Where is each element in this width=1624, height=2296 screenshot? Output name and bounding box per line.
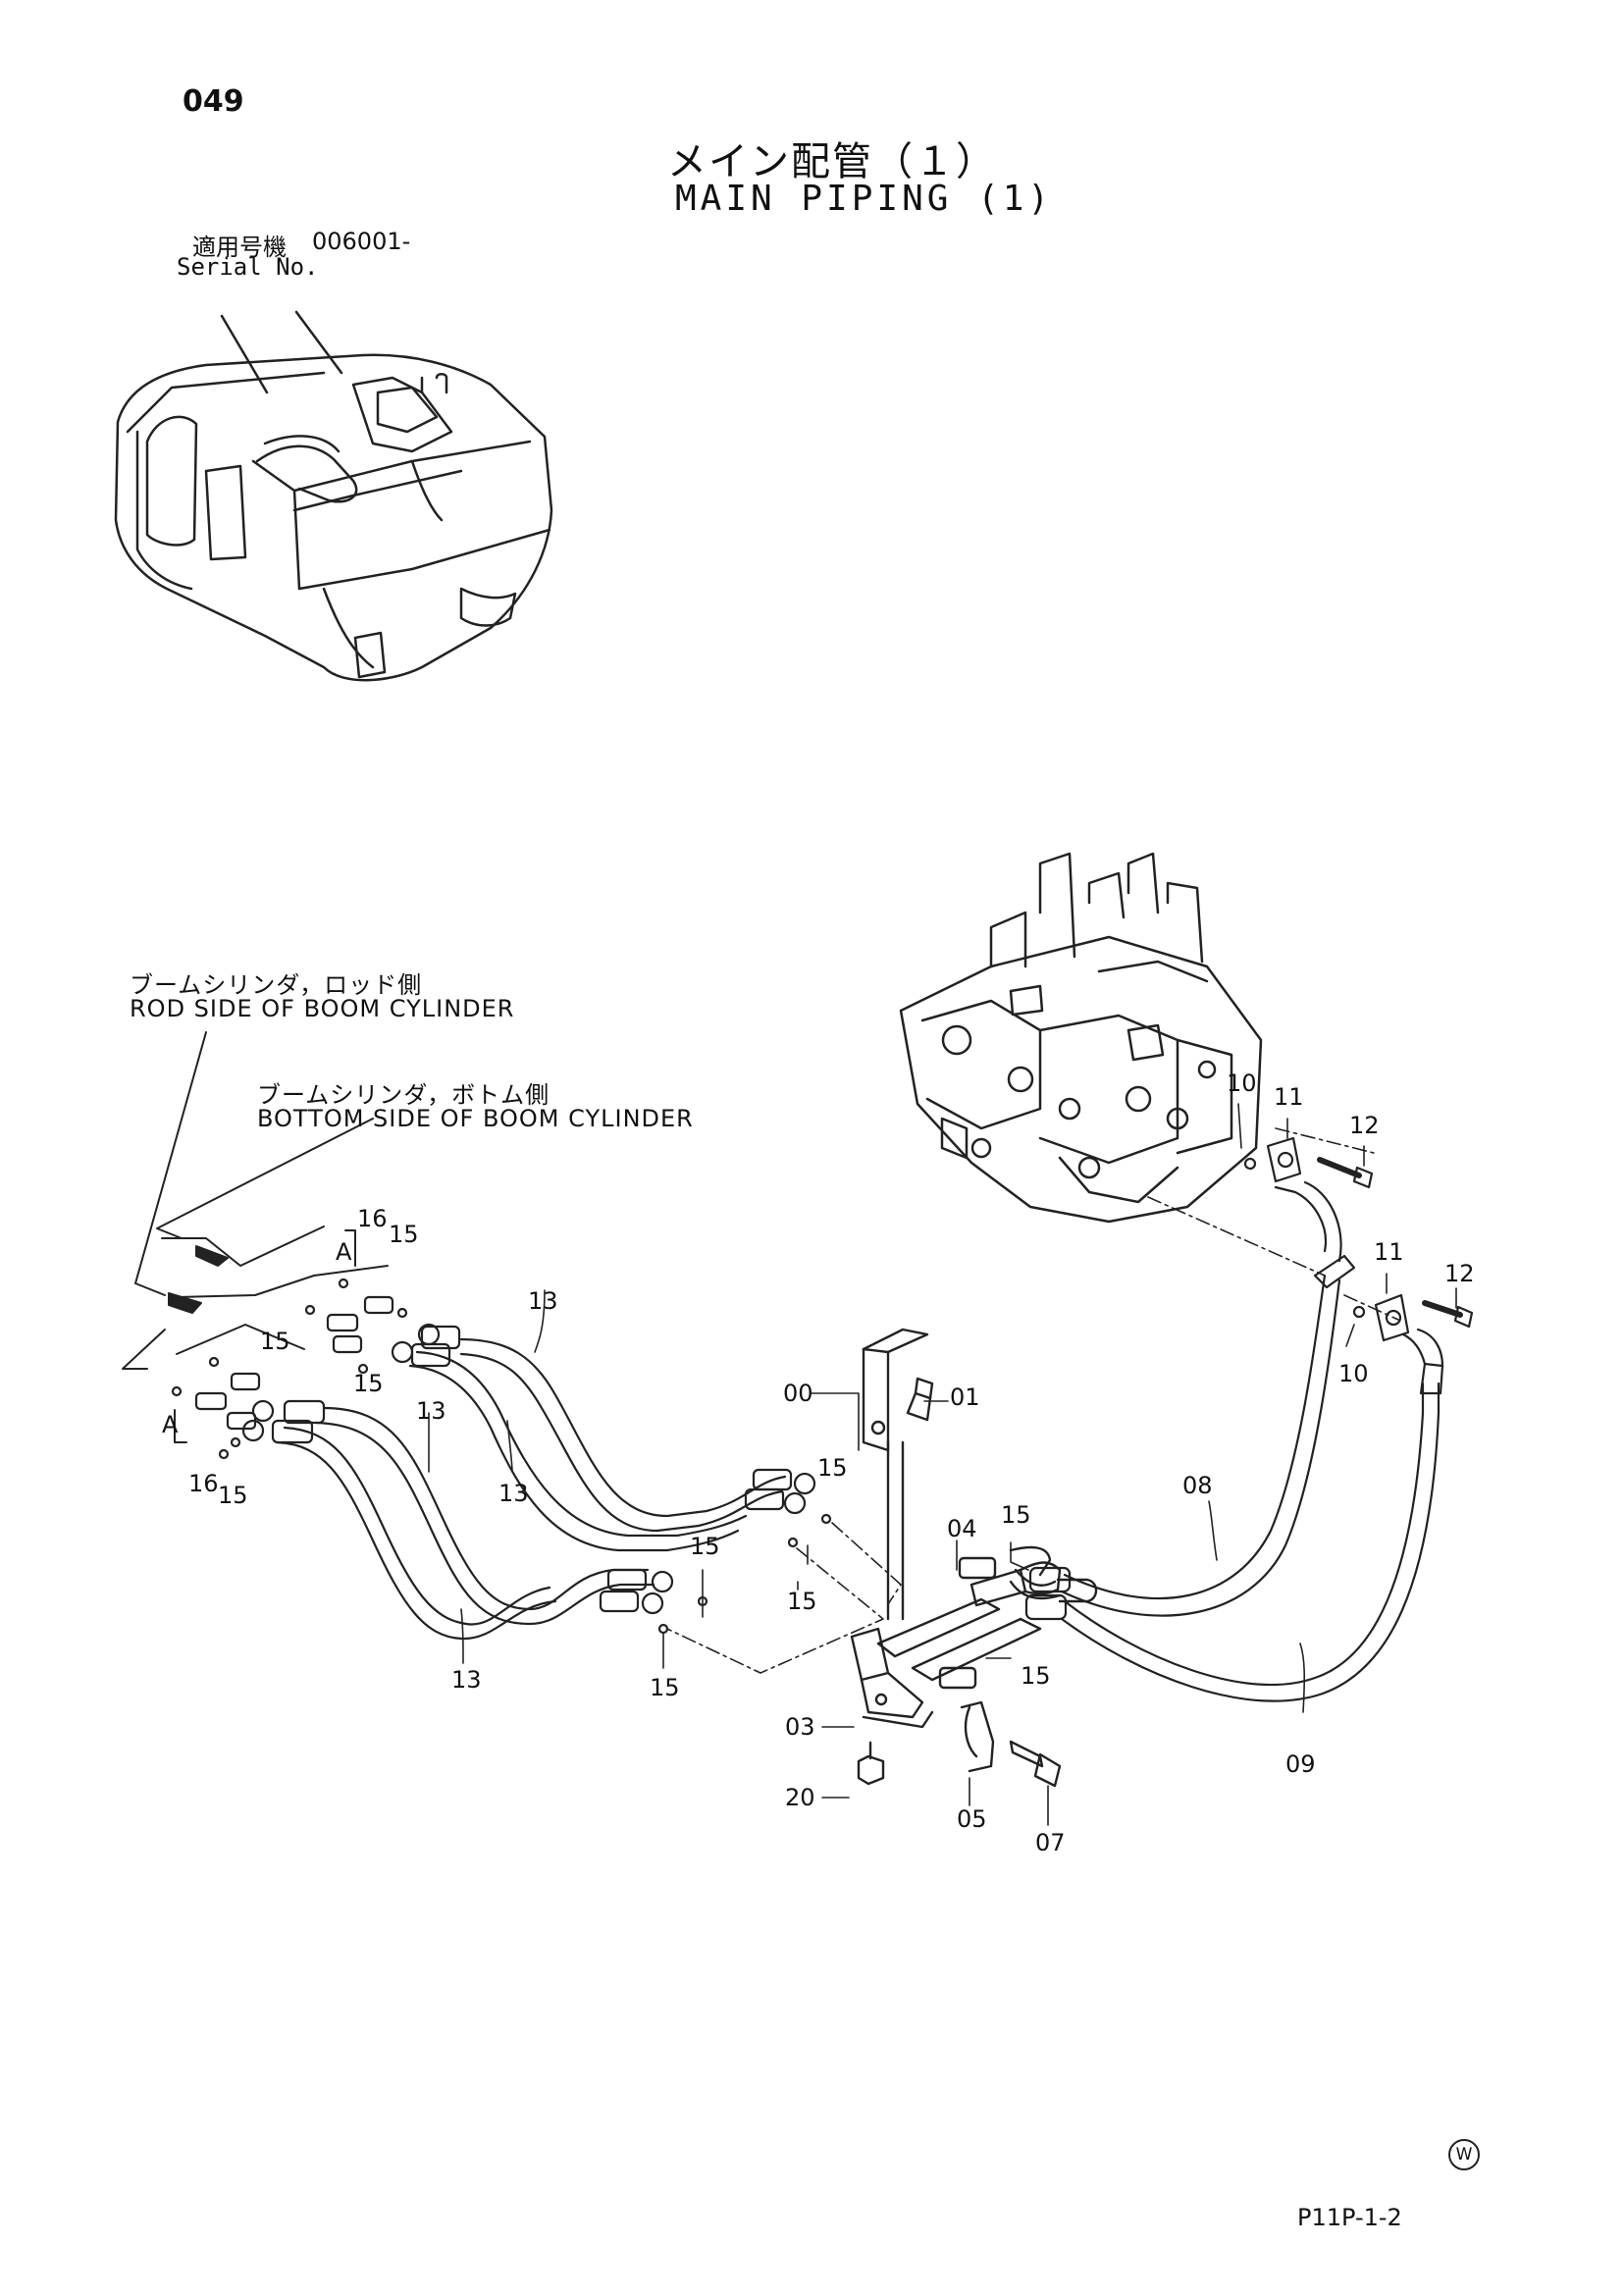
callout-01: 01 bbox=[950, 1383, 980, 1411]
callout-08: 08 bbox=[1182, 1472, 1213, 1499]
callout-16-upper: 16 bbox=[357, 1205, 388, 1232]
flange-fittings bbox=[1243, 1136, 1474, 1342]
callout-a-upper: A bbox=[336, 1238, 352, 1266]
callout-15-lower: 15 bbox=[218, 1482, 248, 1509]
bottom-side-label-english: BOTTOM SIDE OF BOOM CYLINDER bbox=[257, 1105, 694, 1132]
serial-number-value: 006001- bbox=[312, 228, 411, 255]
callout-15-e: 15 bbox=[690, 1533, 720, 1560]
rod-side-label-japanese: ブームシリンダ，ロッド側 bbox=[130, 971, 423, 999]
boom-cylinder-routing bbox=[122, 1031, 389, 1443]
serial-label-japanese: 適用号機 bbox=[192, 234, 287, 261]
page-title-english: MAIN PIPING (1) bbox=[675, 179, 1054, 219]
connection-leaders bbox=[666, 1127, 1399, 1674]
callout-15-i: 15 bbox=[1021, 1662, 1051, 1690]
callout-13-a: 13 bbox=[528, 1287, 558, 1315]
callout-10-b: 10 bbox=[1338, 1360, 1369, 1387]
callout-10-a: 10 bbox=[1227, 1070, 1257, 1097]
hose-08-09 bbox=[1024, 1180, 1444, 1702]
callout-15-f: 15 bbox=[787, 1588, 817, 1615]
callout-13-c: 13 bbox=[498, 1480, 529, 1507]
callout-15-h: 15 bbox=[1001, 1501, 1031, 1529]
serial-label-english: Serial No. bbox=[177, 253, 319, 281]
callout-15-g: 15 bbox=[650, 1674, 680, 1701]
callout-a-lower: A bbox=[162, 1411, 179, 1438]
callout-11-a: 11 bbox=[1274, 1083, 1304, 1111]
callout-16-lower: 16 bbox=[188, 1470, 219, 1497]
callout-15-d: 15 bbox=[817, 1454, 848, 1482]
control-valve-assembly bbox=[899, 852, 1263, 1224]
callout-00: 00 bbox=[783, 1380, 813, 1407]
steel-tube-assembly bbox=[850, 1328, 1098, 1788]
callout-12-b: 12 bbox=[1444, 1260, 1475, 1287]
callout-leaders bbox=[428, 1103, 1457, 1826]
rod-side-label-english: ROD SIDE OF BOOM CYLINDER bbox=[130, 995, 515, 1022]
callout-15-b: 15 bbox=[260, 1328, 290, 1355]
callout-13-d: 13 bbox=[451, 1666, 482, 1694]
page-number: 049 bbox=[183, 84, 244, 119]
w-mark-symbol: W bbox=[1448, 2139, 1480, 2170]
callout-20: 20 bbox=[785, 1784, 815, 1811]
callout-12-a: 12 bbox=[1349, 1112, 1380, 1139]
bottom-side-label-japanese: ブームシリンダ，ボトム側 bbox=[257, 1081, 550, 1109]
excavator-overview-sketch bbox=[114, 310, 553, 682]
callout-07: 07 bbox=[1035, 1829, 1066, 1856]
callout-03: 03 bbox=[785, 1713, 815, 1741]
drawing-code: P11P-1-2 bbox=[1297, 2204, 1402, 2231]
callout-11-b: 11 bbox=[1374, 1238, 1404, 1266]
hose-13-group bbox=[275, 1337, 787, 1641]
callout-15-upper: 15 bbox=[389, 1221, 419, 1248]
callout-04: 04 bbox=[947, 1515, 977, 1542]
hose-fittings-left bbox=[171, 1278, 461, 1460]
page-title-japanese: メイン配管（１） bbox=[667, 139, 997, 184]
hose-fittings-right bbox=[599, 1468, 832, 1635]
callout-13-b: 13 bbox=[416, 1397, 446, 1425]
callout-09: 09 bbox=[1285, 1750, 1316, 1778]
callout-05: 05 bbox=[957, 1805, 987, 1833]
callout-15-c: 15 bbox=[353, 1370, 384, 1397]
